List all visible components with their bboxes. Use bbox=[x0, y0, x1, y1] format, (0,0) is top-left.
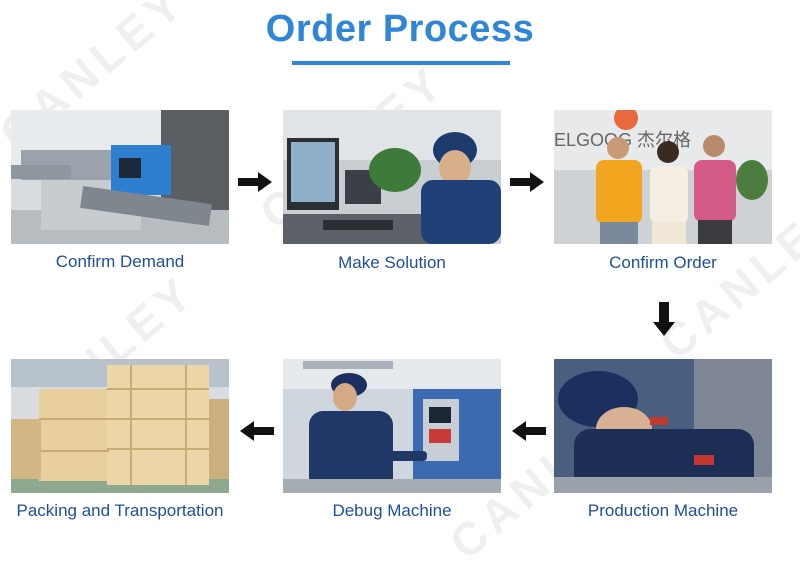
arrow-right-icon bbox=[510, 172, 544, 192]
worker-assembly-photo bbox=[554, 359, 772, 493]
step-label-make-solution: Make Solution bbox=[338, 253, 446, 272]
packing-machine-photo bbox=[11, 110, 229, 244]
wooden-crates-photo bbox=[11, 359, 229, 493]
arrow-right-icon bbox=[238, 172, 272, 192]
step-label-confirm-demand: Confirm Demand bbox=[55, 252, 185, 271]
step-label-confirm-order: Confirm Order bbox=[609, 253, 717, 272]
step-label-packing-transportation: Packing and Transportation bbox=[16, 501, 224, 520]
arrow-down-icon bbox=[653, 302, 675, 336]
title-underline bbox=[292, 61, 510, 65]
engineer-computer-photo bbox=[283, 110, 501, 244]
step-label-debug-machine: Debug Machine bbox=[332, 501, 452, 520]
page-title: Order Process bbox=[265, 8, 535, 50]
step-label-production-machine: Production Machine bbox=[587, 501, 739, 520]
machine-debug-photo bbox=[283, 359, 501, 493]
arrow-left-icon bbox=[240, 421, 274, 441]
customer-meeting-photo: ELGOOG 杰尔格 bbox=[554, 110, 772, 244]
arrow-left-icon bbox=[512, 421, 546, 441]
